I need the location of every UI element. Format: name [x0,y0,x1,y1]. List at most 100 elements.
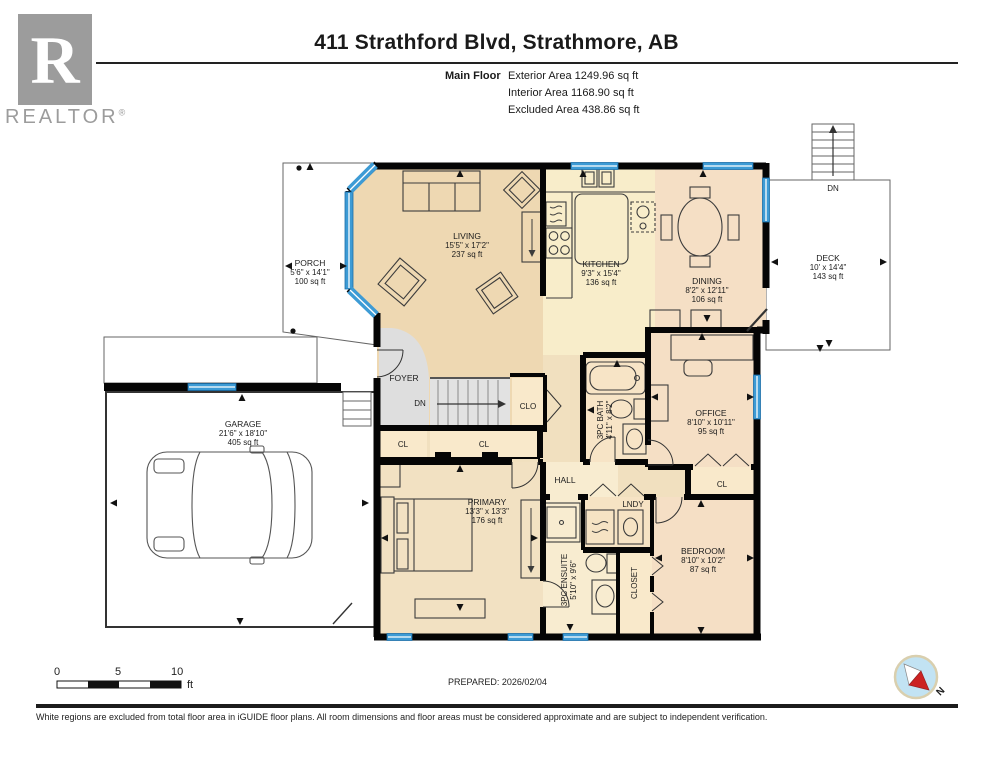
primary-door [511,461,539,489]
foyer-floor [379,328,429,428]
foyer-label: FOYER [389,373,418,383]
walls [104,161,770,641]
scale-tick-10: 10 [171,666,184,678]
hall2-floor [652,467,688,497]
laundry-bifold-doors [589,483,645,497]
doors [332,308,768,625]
entry-door [376,349,404,378]
cl-mid-label: CL [479,440,490,449]
svg-text:15'5" x 17'2": 15'5" x 17'2" [445,241,489,250]
stairs-floor [430,378,510,428]
stairs-arrow-icon [498,400,506,408]
laundry-sink [617,509,644,545]
svg-text:8'2" x 12'11": 8'2" x 12'11" [685,286,728,295]
dining-label: DINING [692,276,722,286]
interior-area: Interior Area 1168.90 sq ft [508,87,634,99]
armchair [377,257,427,307]
svg-text:405 sq ft: 405 sq ft [228,438,259,447]
floor-label: Main Floor [445,70,501,82]
cl-bedroom-label: CL [717,480,728,489]
svg-text:87 sq ft: 87 sq ft [690,565,717,574]
entry-walk-region [103,336,318,384]
deck-label: DECK [816,253,840,263]
realtor-logo-icon: R [18,14,92,105]
svg-text:5'6" x 14'1": 5'6" x 14'1" [290,268,330,277]
compass-north-label: N [934,685,947,698]
cl-left-label: CL [398,440,409,449]
porch-column-dot [296,165,302,171]
office-closet-bifold-doors [694,453,750,467]
dimension-arrows [110,163,887,634]
kitchen-floor [543,163,655,355]
svg-text:21'6" x 18'10": 21'6" x 18'10" [219,429,267,438]
bedroom-door [655,496,683,524]
stove-icon [545,227,573,259]
porch-column-dot [290,328,296,334]
dishwasher-icon [630,201,656,233]
entry-steps-region [342,391,372,427]
clo-door [546,389,562,423]
garage-label: GARAGE [225,419,262,429]
scale-tick-0: 0 [54,666,61,678]
armchair [475,271,519,315]
bath-door [589,436,616,463]
washer-icon [585,509,615,545]
svg-text:4'11" x 8'2": 4'11" x 8'2" [605,400,614,439]
svg-text:106 sq ft: 106 sq ft [692,295,723,304]
car [146,445,313,565]
scale-bar [56,680,182,689]
svg-text:176 sq ft: 176 sq ft [472,516,503,525]
svg-text:9'3" x 15'4": 9'3" x 15'4" [581,269,621,278]
deck-region [765,179,891,351]
primary-label: PRIMARY [468,497,507,507]
dining-table [660,186,740,268]
deck-dn-label: DN [827,184,839,193]
garage-man-door [332,602,353,625]
svg-text:5'10" x 9'6": 5'10" x 9'6" [569,560,578,600]
office-label: OFFICE [695,408,726,418]
svg-text:10' x 14'4": 10' x 14'4" [810,263,847,272]
svg-text:8'10" x 10'11": 8'10" x 10'11" [687,418,735,427]
closet-label: CLOSET [630,567,639,599]
office-door [647,439,674,466]
bedroom-label: BEDROOM [681,546,725,556]
sofa [402,170,481,212]
patio-door [746,308,768,332]
header-divider [96,62,958,64]
exterior-area: Exterior Area 1249.96 sq ft [508,70,639,82]
dresser [414,598,486,619]
excluded-area: Excluded Area 438.86 sq ft [508,104,640,116]
porch-label: PORCH [295,258,326,268]
svg-text:143 sq ft: 143 sq ft [813,272,844,281]
hall-label: HALL [554,475,576,485]
deck-stairs-arrow-icon [829,125,837,133]
scale-unit: ft [187,679,194,691]
garage-region [105,391,378,628]
footer-divider [36,704,958,708]
cl-left-floor [379,430,427,457]
ensuite-door [542,580,570,608]
clo-label: CLO [520,402,536,411]
svg-text:95 sq ft: 95 sq ft [698,427,725,436]
compass-icon: N [893,654,947,700]
prepared-date: PREPARED: 2026/02/04 [448,677,547,687]
registered-mark: ® [118,107,129,118]
kitchen-label: KITCHEN [582,259,619,269]
disclaimer-text: White regions are excluded from total fl… [36,712,768,722]
cl-bedroom-floor [688,467,757,497]
laundry-label: LNDY [622,500,644,509]
svg-text:237 sq ft: 237 sq ft [452,250,483,259]
office-floor [648,330,757,467]
scale-tick-5: 5 [115,666,122,678]
svg-text:100 sq ft: 100 sq ft [295,277,326,286]
interior-stairs [430,377,510,428]
excluded-regions [103,123,891,628]
bath-label: 3PC BATH [596,401,605,440]
closet-floor [618,550,652,637]
armchair [502,170,542,210]
closet-bifold-doors [651,556,664,612]
ensuite-label: 3PC ENSUITE [560,554,569,606]
windows [187,162,770,641]
realtor-logo-letter: R [30,21,80,98]
